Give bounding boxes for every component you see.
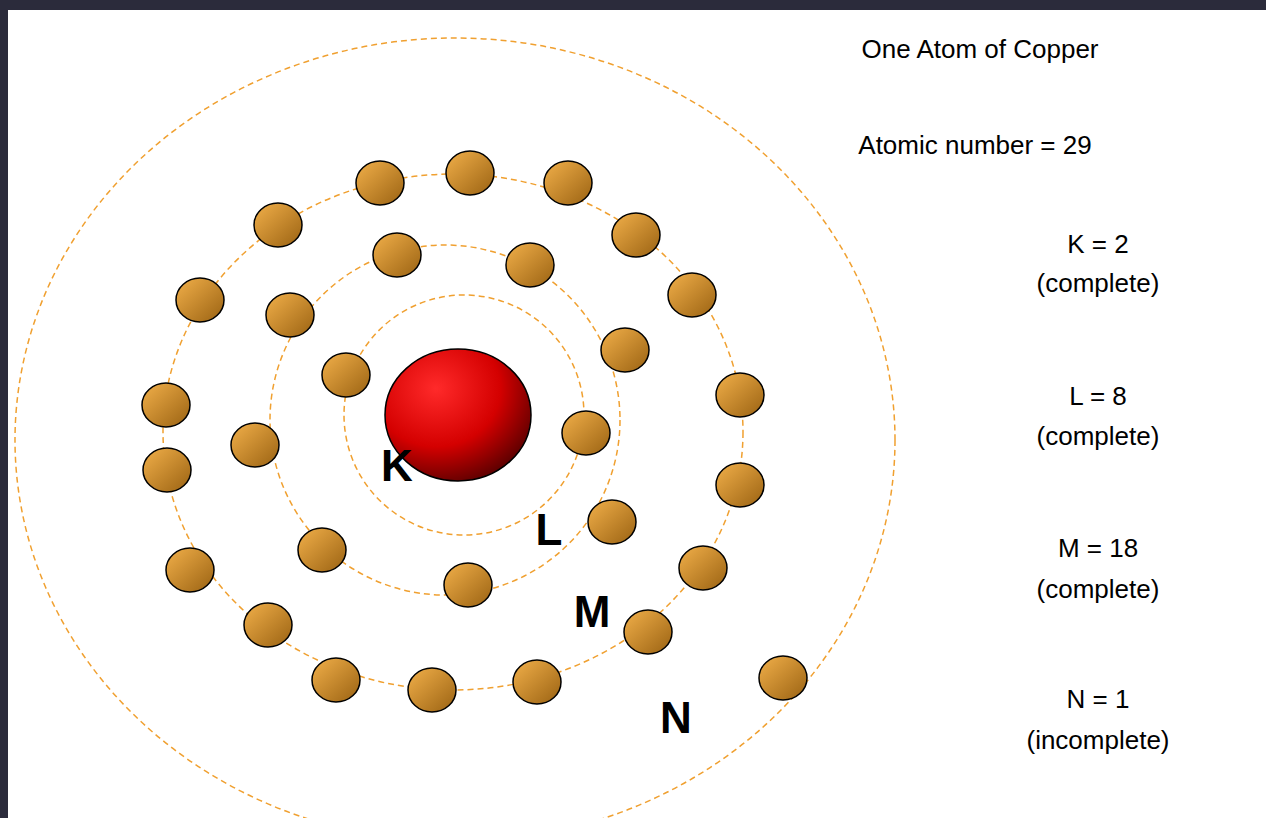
electron [244, 603, 292, 647]
shell-orbit [270, 245, 620, 595]
electron [142, 383, 190, 427]
electron [444, 563, 492, 607]
atomic-number-note: Atomic number = 29 [858, 131, 1091, 161]
electron [588, 500, 636, 544]
electrons [142, 151, 807, 712]
shell-status: (complete) [1037, 269, 1160, 299]
electron [322, 353, 370, 397]
shell-orbit [15, 38, 895, 818]
electron [562, 411, 610, 455]
electron [143, 448, 191, 492]
electron [513, 660, 561, 704]
electron [668, 273, 716, 317]
shell-letter: L [536, 505, 563, 556]
shell-count: L = 8 [1069, 382, 1127, 412]
diagram-title: One Atom of Copper [861, 35, 1098, 65]
shell-count: K = 2 [1067, 230, 1128, 260]
electron [601, 328, 649, 372]
shell-status: (complete) [1037, 422, 1160, 452]
shell-status: (complete) [1037, 575, 1160, 605]
shell-orbit [163, 174, 743, 690]
electron [679, 546, 727, 590]
electron [373, 233, 421, 277]
electron [544, 161, 592, 205]
electron [298, 528, 346, 572]
electron [254, 203, 302, 247]
electron [716, 373, 764, 417]
electron [408, 668, 456, 712]
shell-letter: K [381, 441, 413, 492]
electron [716, 463, 764, 507]
electron [231, 423, 279, 467]
shell-status: (incomplete) [1026, 726, 1169, 756]
electron [166, 548, 214, 592]
frame-bar [0, 0, 8, 818]
electron [176, 278, 224, 322]
shell-count: M = 18 [1058, 534, 1138, 564]
electron [506, 243, 554, 287]
electron [446, 151, 494, 195]
electron [312, 658, 360, 702]
electron [759, 656, 807, 700]
shell-letter: N [660, 693, 692, 744]
shell-orbit [344, 295, 584, 535]
electron [356, 161, 404, 205]
electron [624, 610, 672, 654]
electron [612, 213, 660, 257]
shell-letter: M [574, 587, 611, 638]
shell-count: N = 1 [1067, 685, 1130, 715]
electron [266, 293, 314, 337]
frame-bar [0, 0, 1266, 10]
